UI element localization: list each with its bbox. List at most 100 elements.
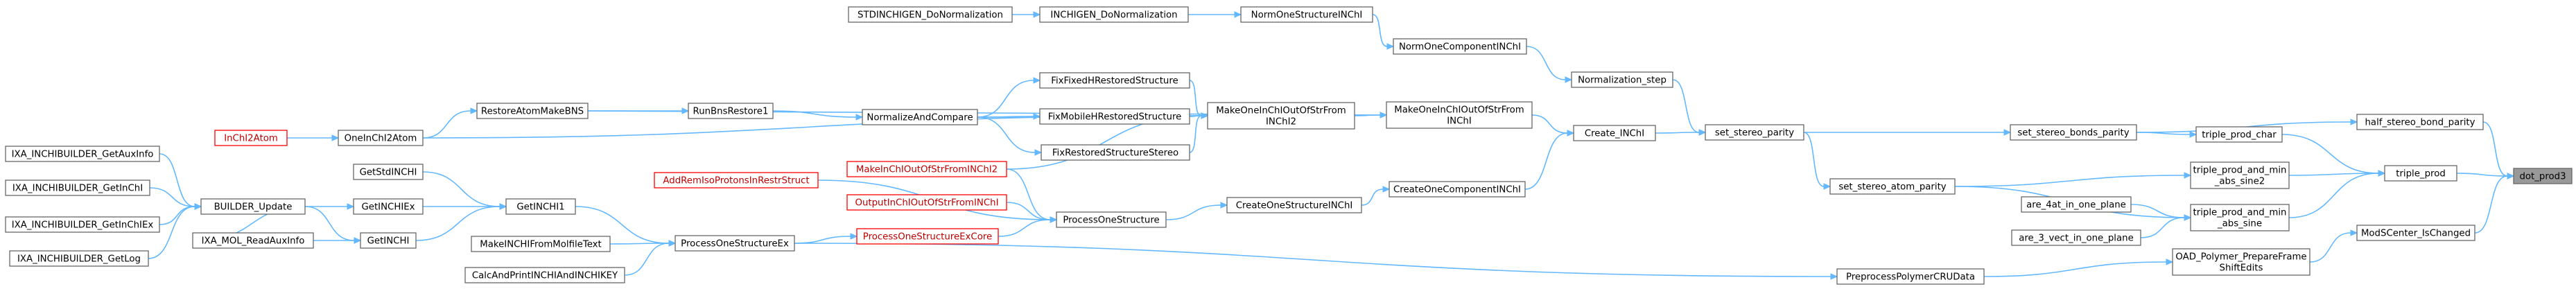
node-restoreatommakebns[interactable]: RestoreAtomMakeBNS	[476, 103, 589, 119]
node-triple-prod-and-min-abs-sine[interactable]: triple_prod_and_min_abs_sine	[2190, 204, 2290, 231]
node-box	[1039, 108, 1190, 125]
node-preprocesspolymercrudata[interactable]: PreprocessPolymerCRUData	[1836, 268, 1985, 285]
node-processonestructure[interactable]: ProcessOneStructure	[1056, 211, 1167, 228]
node-box	[360, 232, 417, 249]
edge-line	[1189, 115, 1202, 153]
node-label: GetINCHI	[367, 236, 410, 247]
node-box	[846, 161, 1007, 177]
node-label: GetINCHI1	[516, 202, 564, 213]
node-set-stereo-atom-parity[interactable]: set_stereo_atom_parity	[1829, 178, 1956, 195]
node-set-stereo-parity[interactable]: set_stereo_parity	[1705, 124, 1804, 141]
arrowhead-icon	[2189, 131, 2198, 138]
edge-line	[1524, 132, 1568, 190]
node-normonestructureinchi[interactable]: NormOneStructureINChI	[1240, 6, 1373, 23]
node-normalization-step[interactable]: Normalization_step	[1571, 71, 1673, 88]
edge-line	[2140, 217, 2185, 238]
node-label: BUILDER_Update	[214, 202, 293, 213]
node-label: IXA_INCHIBUILDER_GetInChI	[12, 184, 143, 194]
node-addremisoprotonsinrestrstruct[interactable]: AddRemIsoProtonsInRestrStruct	[654, 172, 819, 189]
node-processonestructureex[interactable]: ProcessOneStructureEx	[675, 235, 795, 252]
edge-ixa-inchibuilder-getauxinfo-to-builder-update	[159, 153, 202, 210]
node-label: OneInChI2Atom	[345, 134, 417, 144]
node-getstdinchi[interactable]: GetStdINCHI	[353, 164, 424, 180]
node-label: NormOneComponentINChI	[1399, 42, 1521, 53]
edge-inchi2atom-to-oneinchi2atom	[287, 134, 340, 141]
node-inchi2atom[interactable]: InChI2Atom	[214, 130, 288, 146]
node-box	[688, 103, 774, 119]
edge-line	[1006, 202, 1051, 220]
node-outputinchioutofstrfrominchi[interactable]: OutputInChIOutOfStrFromINChI	[846, 194, 1007, 211]
node-box	[200, 198, 306, 215]
node-triple-prod-char[interactable]: triple_prod_char	[2195, 126, 2283, 143]
edge-line	[149, 187, 195, 207]
node-ixa-inchibuilder-getinchi[interactable]: IXA_INCHIBUILDER_GetInChI	[5, 179, 150, 196]
node-box	[2021, 196, 2132, 213]
node-set-stereo-bonds-parity[interactable]: set_stereo_bonds_parity	[2010, 124, 2137, 141]
node-box	[2384, 165, 2457, 182]
node-createonestructureinchi[interactable]: CreateOneStructureINChI	[1226, 197, 1362, 213]
node-box	[353, 198, 424, 215]
arrowhead-icon	[1234, 11, 1242, 18]
node-builder-update[interactable]: BUILDER_Update	[200, 198, 306, 215]
edge-processonestructure-to-createonestructureinchi	[1165, 202, 1228, 220]
arrowhead-icon	[470, 107, 478, 114]
node-processonestructureexcore[interactable]: ProcessOneStructureExCore	[856, 228, 999, 245]
node-createonecomponentinchi[interactable]: CreateOneComponentINChI	[1389, 181, 1526, 198]
arrowhead-icon	[2003, 129, 2012, 136]
node-label: PreprocessPolymerCRUData	[1846, 272, 1975, 283]
edge-line	[1361, 189, 1384, 206]
node-fixrestoredstructurestereo[interactable]: FixRestoredStructureStereo	[1041, 144, 1190, 161]
node-getinchi1[interactable]: GetINCHI1	[505, 198, 576, 215]
node-makeinchioutofstrfrominchi2[interactable]: MakeInChIOutOfStrFromINChI2	[846, 161, 1007, 177]
node-label: FixMobileHRestoredStructure	[1048, 112, 1182, 123]
node-label: OutputInChIOutOfStrFromINChI	[855, 198, 999, 209]
node-getinchi[interactable]: GetINCHI	[360, 232, 417, 249]
node-ixa-inchibuilder-getauxinfo[interactable]: IXA_INCHIBUILDER_GetAuxInfo	[5, 146, 160, 162]
edge-line	[1983, 261, 2167, 277]
node-dot-prod3[interactable]: dot_prod3	[2513, 168, 2573, 184]
node-triple-prod[interactable]: triple_prod	[2384, 165, 2457, 182]
node-ixa-mol-readauxinfo[interactable]: IXA_MOL_ReadAuxInfo	[192, 232, 314, 249]
node-runbnsrestore1[interactable]: RunBnsRestore1	[688, 103, 774, 119]
node-half-stereo-bond-parity[interactable]: half_stereo_bond_parity	[2356, 114, 2484, 130]
node-are-3-vect-in-one-plane[interactable]: are_3_vect_in_one_plane	[2011, 229, 2141, 246]
node-stdinchigen-donormalization[interactable]: STDINCHIGEN_DoNormalization	[848, 6, 1013, 23]
edge-line	[1672, 79, 1700, 133]
node-triple-prod-and-min-abs-sine2[interactable]: triple_prod_and_min_abs_sine2	[2190, 161, 2290, 189]
node-calcandprintinchiandinchikey[interactable]: CalcAndPrintINCHIAndINCHIKEY	[464, 267, 625, 283]
node-ixa-inchibuilder-getinchiex[interactable]: IXA_INCHIBUILDER_GetInChIEx	[5, 216, 160, 233]
node-normonecomponentinchi[interactable]: NormOneComponentINChI	[1393, 38, 1527, 55]
node-label: RestoreAtomMakeBNS	[481, 107, 584, 117]
node-normalizeandcompare[interactable]: NormalizeAndCompare	[862, 109, 978, 125]
arrowhead-icon	[1830, 273, 1838, 280]
node-label: IXA_MOL_ReadAuxInfo	[202, 236, 305, 247]
edge-line	[1655, 132, 1700, 134]
node-label: dot_prod3	[2519, 172, 2566, 182]
node-box	[1386, 101, 1533, 129]
edge-fixfixedhrestoredstructure-to-makeoneinchioutofstrfrominchi2	[1189, 80, 1209, 119]
node-oneinchi2atom[interactable]: OneInChI2Atom	[338, 130, 424, 146]
node-label: AddRemIsoProtonsInRestrStruct	[663, 176, 809, 186]
edge-line	[772, 110, 857, 118]
node-makeinchifrommolfiletext[interactable]: MakeINCHIFromMolfileText	[471, 236, 611, 252]
arrowhead-icon	[1220, 202, 1228, 209]
edge-normalizeandcompare-to-fixrestoredstructurestereo	[977, 116, 1043, 156]
node-box	[464, 267, 625, 283]
node-create-inchi[interactable]: Create_INChI	[1573, 125, 1656, 141]
node-are-4at-in-one-plane[interactable]: are_4at_in_one_plane	[2021, 196, 2132, 213]
node-label: INChI2	[1266, 117, 1296, 128]
node-ixa-inchibuilder-getlog[interactable]: IXA_INCHIBUILDER_GetLog	[9, 250, 149, 267]
node-inchigen-donormalization[interactable]: INCHIGEN_DoNormalization	[1039, 6, 1189, 23]
node-modscenter-ischanged[interactable]: ModSCenter_IsChanged	[2356, 225, 2475, 241]
node-getinchiex[interactable]: GetINCHIEx	[353, 198, 424, 215]
arrowhead-icon	[1698, 129, 1707, 136]
node-fixfixedhrestoredstructure[interactable]: FixFixedHRestoredStructure	[1039, 72, 1190, 89]
node-label: triple_prod	[2396, 169, 2446, 179]
node-box	[2190, 204, 2290, 231]
node-label: triple_prod_and_min	[2193, 166, 2287, 176]
node-fixmobilehrestoredstructure[interactable]: FixMobileHRestoredStructure	[1039, 108, 1190, 125]
node-box	[5, 216, 160, 233]
